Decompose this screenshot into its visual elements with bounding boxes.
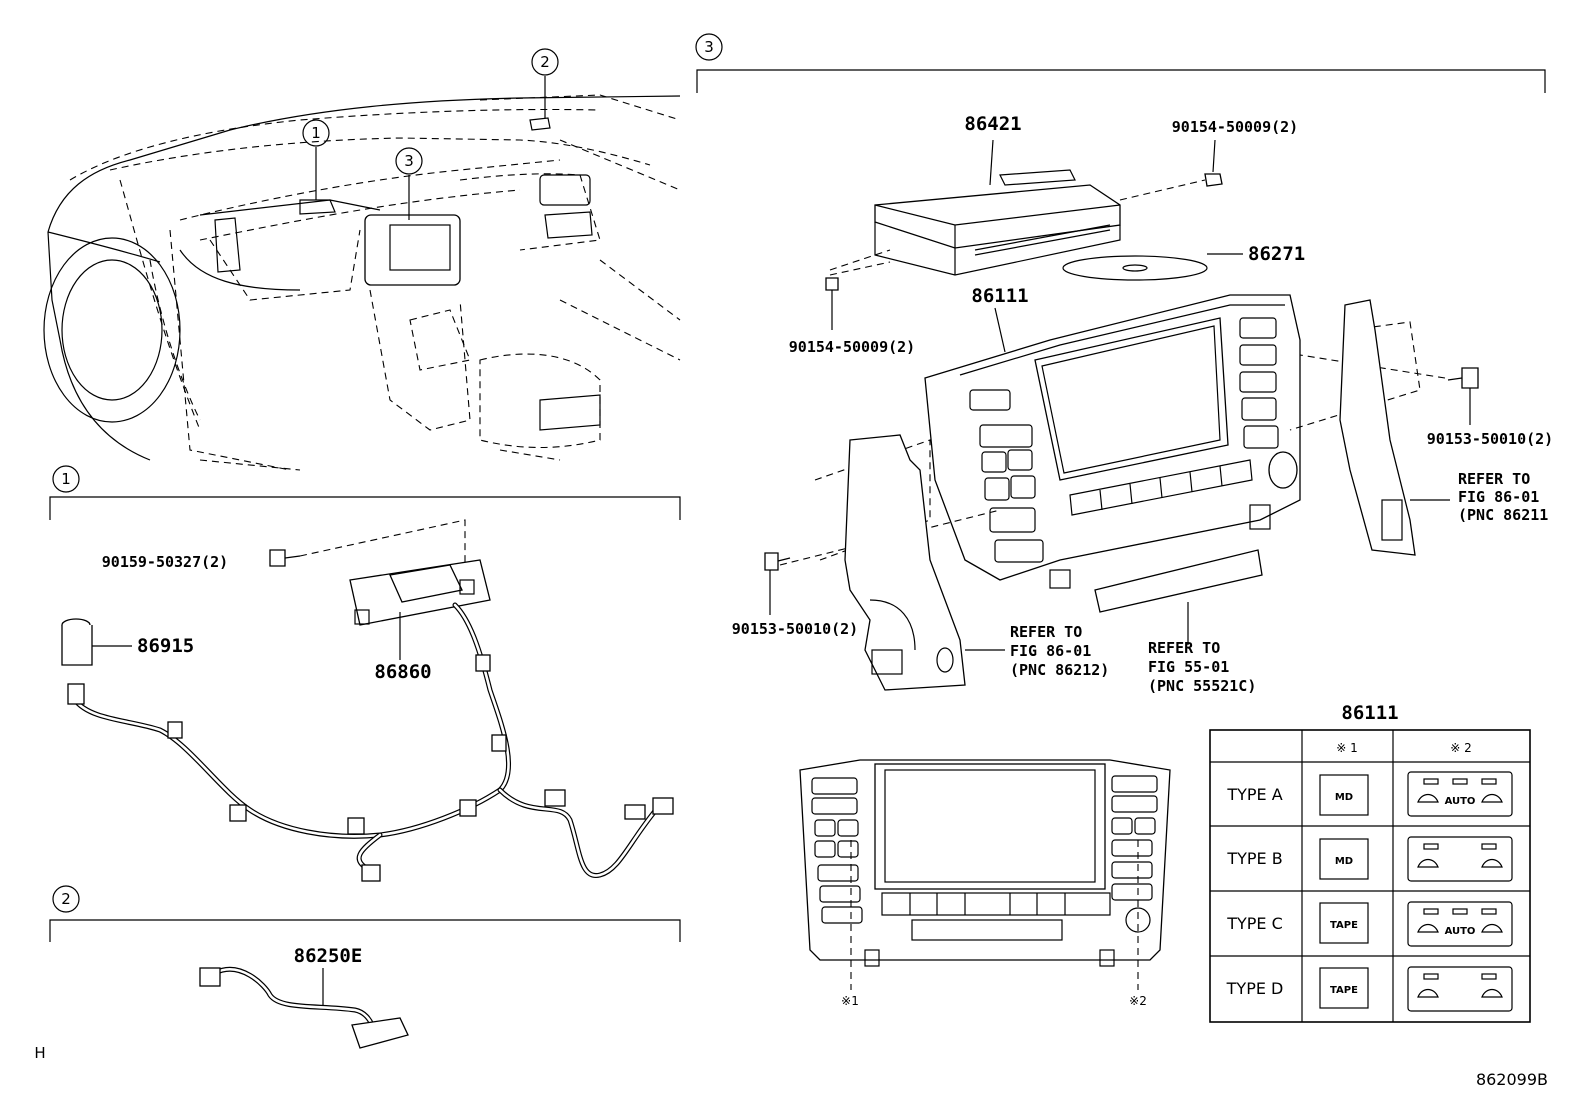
svg-text:(PNC 86211: (PNC 86211 [1458,506,1548,524]
part-90153-right: 90153-50010(2) [1427,430,1553,448]
part-90154-left: 90154-50009(2) [789,338,915,356]
svg-text:REFER TO: REFER TO [1148,639,1220,657]
part-86860: 86860 [374,661,431,683]
climate-control-icon [1407,966,1513,1012]
disc-86271 [1062,253,1243,281]
svg-text:TAPE: TAPE [1330,920,1358,931]
svg-text:FIG 55-01: FIG 55-01 [1148,658,1229,676]
section-1-bracket: 1 [49,465,681,520]
part-90153-left: 90153-50010(2) [732,620,858,638]
callout-3: 3 [395,147,423,175]
type-table [1209,729,1531,1023]
svg-text:FIG 86-01: FIG 86-01 [1010,642,1091,660]
detail-mark-2: ※2 [1129,994,1147,1008]
type-row-label: TYPE D [1226,979,1284,998]
screw-icon [825,277,839,330]
callout-2: 2 [531,48,559,76]
screw-icon [1204,173,1223,187]
connector-86915 [61,618,132,666]
screw-icon [1447,367,1479,425]
detail-mark-1: ※1 [841,994,859,1008]
mode-button-icon: TAPE [1319,902,1369,944]
svg-text:TAPE: TAPE [1330,985,1358,996]
diagram-code: 862099B [1476,1070,1548,1089]
type-row-label: TYPE A [1226,785,1282,804]
refer-to-55521c: REFER TO FIG 55-01 (PNC 55521C) [1148,639,1256,695]
section-3-bracket: 3 [695,33,1546,93]
module-86860 [349,559,491,660]
bracket-right [1339,299,1450,556]
svg-text:AUTO: AUTO [1445,926,1476,937]
part-90154-top: 90154-50009(2) [1172,118,1298,136]
climate-control-icon: AUTO [1407,771,1513,817]
svg-text:REFER TO: REFER TO [1458,470,1530,488]
svg-text:3: 3 [404,152,414,170]
svg-text:FIG 86-01: FIG 86-01 [1458,488,1539,506]
audio-nav-panel-86111 [924,294,1301,589]
type-table-header-2: ※ 2 [1450,741,1472,755]
type-row-label: TYPE C [1226,914,1283,933]
screw-icon [764,552,791,615]
svg-text:2: 2 [540,53,550,71]
bracket-left [844,434,966,691]
part-86111: 86111 [971,285,1028,307]
car-interior-overview [43,76,681,471]
trim-55521c [1094,549,1263,645]
refer-to-86212: REFER TO FIG 86-01 (PNC 86212) [965,623,1109,679]
svg-text:MD: MD [1335,792,1353,803]
refer-to-86211: REFER TO FIG 86-01 (PNC 86211 [1458,470,1548,524]
svg-text:2: 2 [61,890,71,908]
part-86271: 86271 [1248,243,1305,265]
section-2-bracket: 2 [49,885,681,942]
cable-86250e [199,966,409,1049]
mode-button-icon: TAPE [1319,967,1369,1009]
part-86915: 86915 [137,635,194,657]
type-table-title: 86111 [1341,702,1398,724]
cd-changer-86421 [829,139,1206,276]
svg-text:REFER TO: REFER TO [1010,623,1082,641]
mode-button-icon: MD [1319,838,1369,880]
type-table-header-1: ※ 1 [1336,741,1358,755]
wire-harness [67,602,674,882]
svg-text:MD: MD [1335,856,1353,867]
svg-text:(PNC 55521C): (PNC 55521C) [1148,677,1256,695]
svg-text:1: 1 [311,124,321,142]
callout-1: 1 [302,119,330,147]
corner-mark: H [34,1044,45,1062]
climate-control-icon: AUTO [1407,901,1513,947]
svg-text:1: 1 [61,470,71,488]
bolt-icon [269,549,301,567]
part-86250e: 86250E [294,945,363,967]
detail-panel-86111 [799,759,1171,990]
part-90159: 90159-50327(2) [102,553,228,571]
svg-text:3: 3 [704,38,714,56]
svg-text:(PNC 86212): (PNC 86212) [1010,661,1109,679]
svg-text:AUTO: AUTO [1445,796,1476,807]
climate-control-icon [1407,836,1513,882]
type-row-label: TYPE B [1226,849,1282,868]
mode-button-icon: MD [1319,774,1369,816]
part-86421: 86421 [964,113,1021,135]
